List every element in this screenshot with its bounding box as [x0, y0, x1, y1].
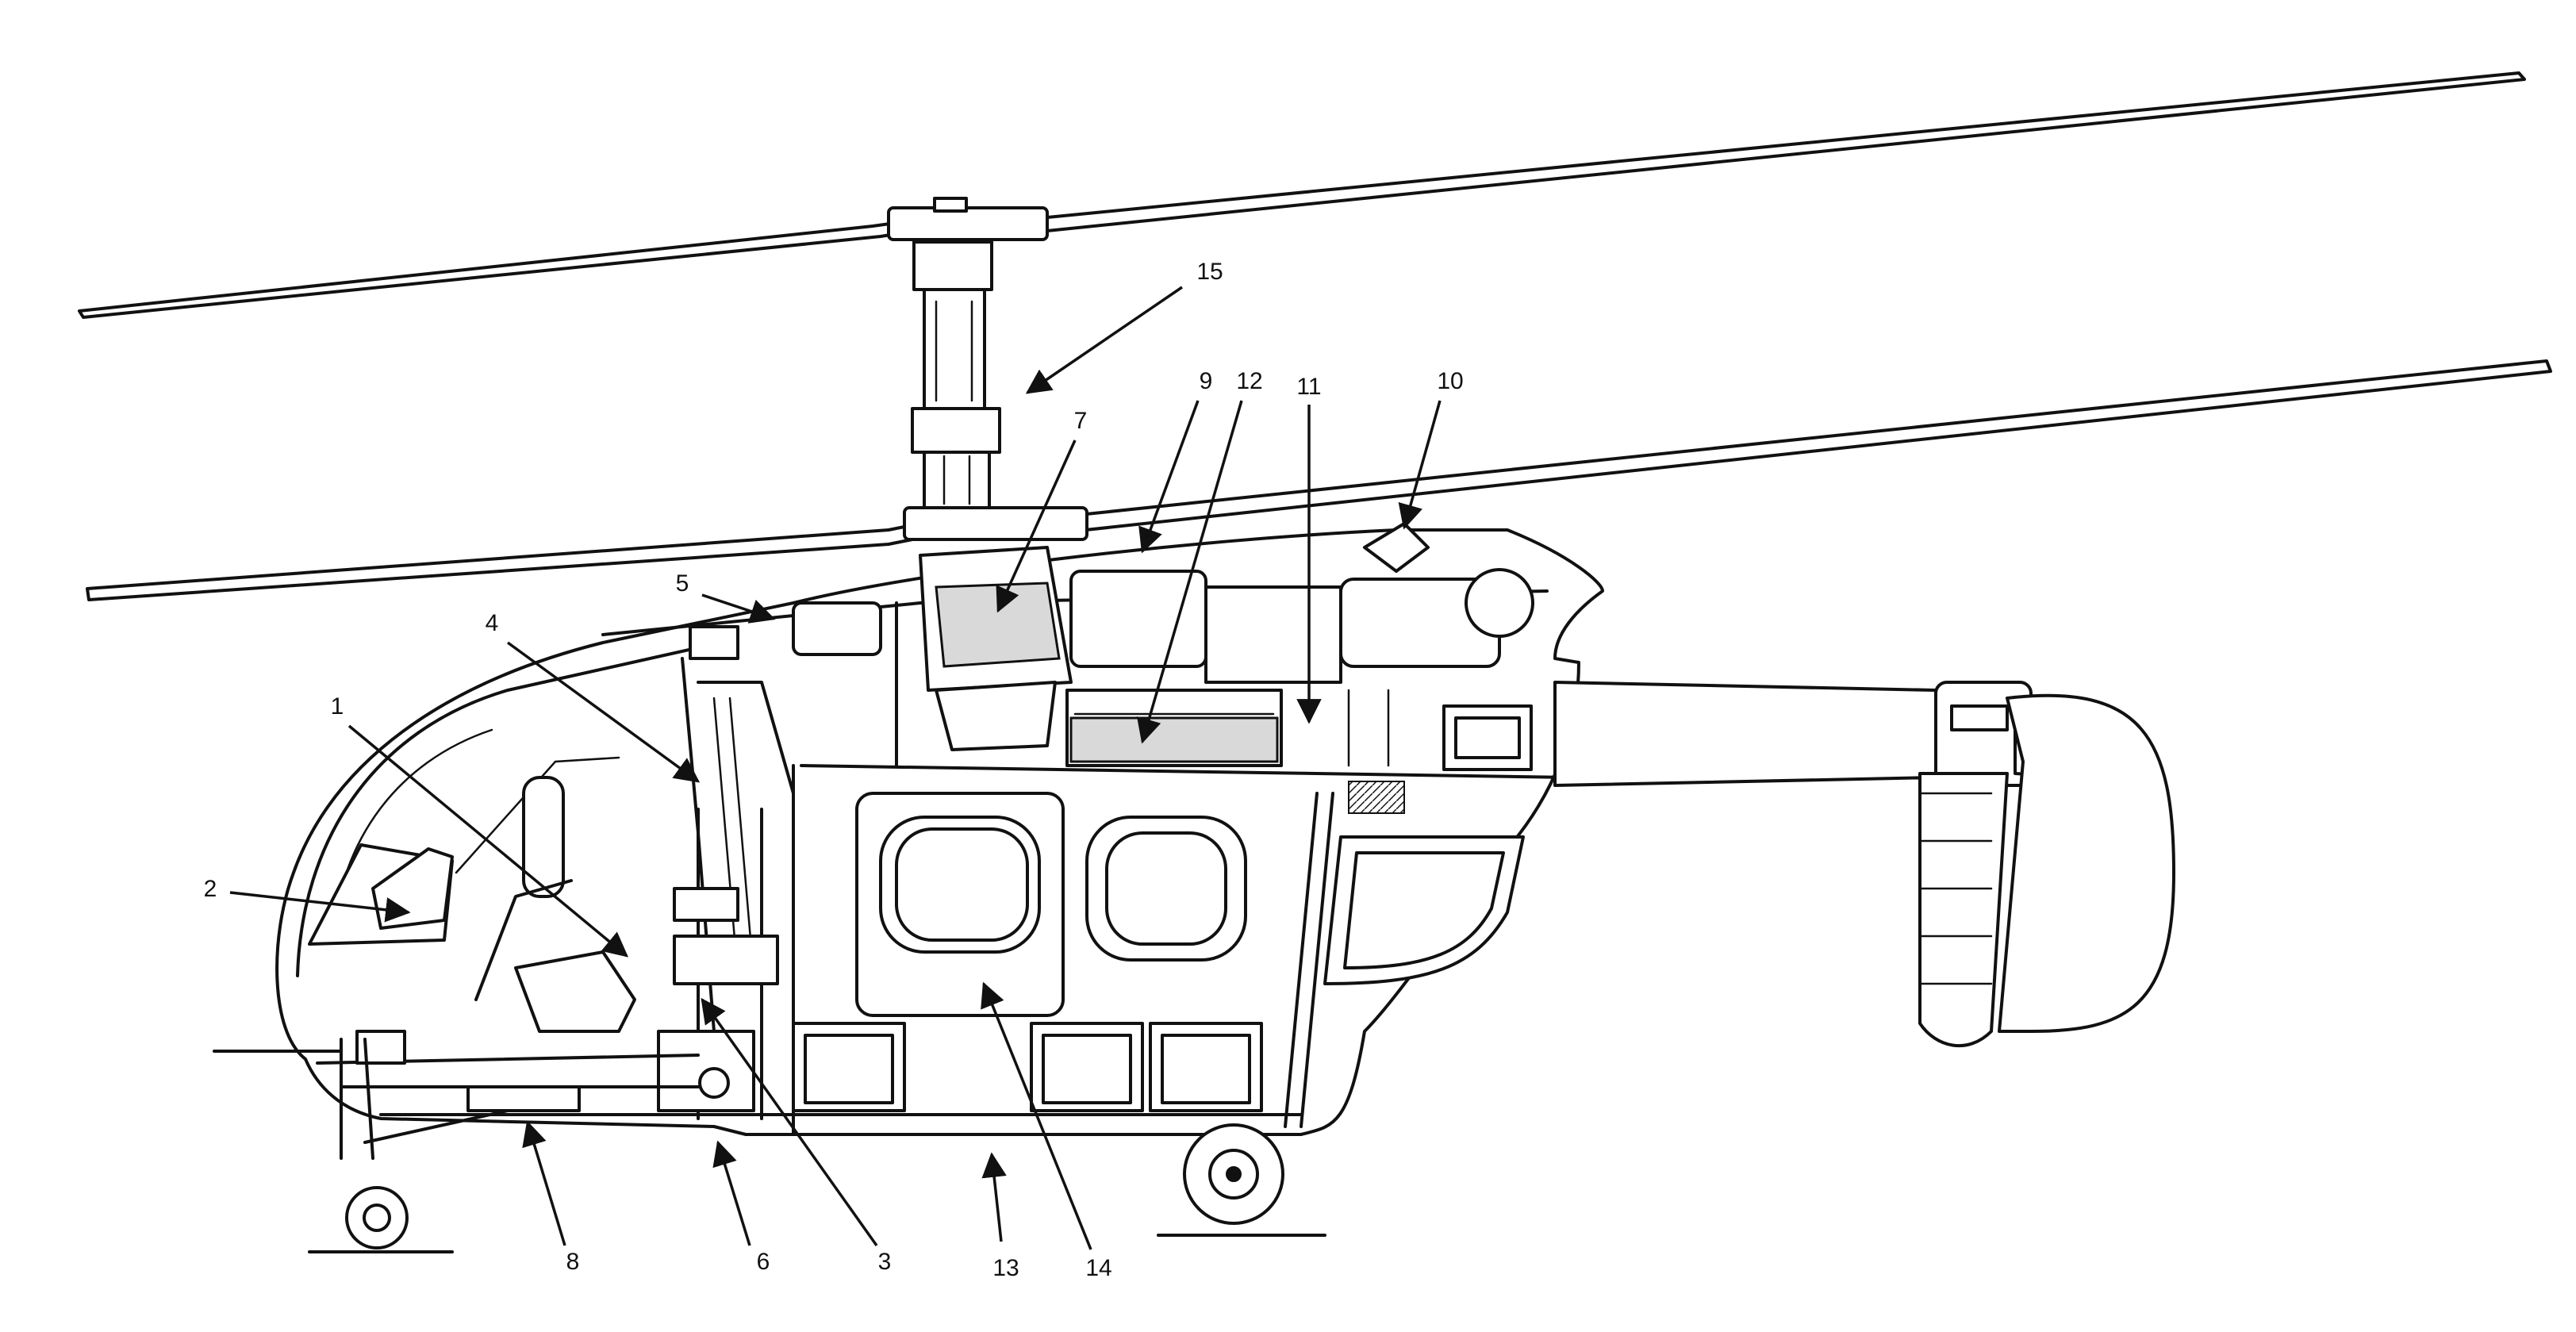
callout-3: 3 — [701, 997, 892, 1275]
svg-text:7: 7 — [1074, 408, 1088, 434]
callout-13: 13 — [981, 1152, 1019, 1281]
svg-text:12: 12 — [1236, 368, 1262, 394]
callouts: 1 2 3 4 5 6 7 8 — [204, 259, 1464, 1281]
svg-text:6: 6 — [757, 1249, 770, 1275]
svg-text:1: 1 — [331, 693, 344, 720]
engine-bay — [601, 522, 1549, 771]
nose-landing-gear — [213, 1038, 509, 1253]
svg-text:13: 13 — [992, 1255, 1019, 1281]
upper-rotor — [78, 71, 2526, 319]
callout-10: 10 — [1398, 368, 1464, 530]
svg-text:14: 14 — [1085, 1255, 1111, 1281]
tail-boom — [1553, 681, 2175, 1047]
callout-4: 4 — [486, 610, 701, 783]
svg-text:10: 10 — [1437, 368, 1463, 394]
svg-text:4: 4 — [486, 610, 499, 636]
svg-text:11: 11 — [1296, 374, 1321, 400]
callout-6: 6 — [712, 1140, 770, 1275]
callout-15: 15 — [1025, 259, 1223, 394]
callout-7: 7 — [996, 408, 1088, 613]
rotor-mast — [911, 240, 1001, 509]
svg-text:3: 3 — [878, 1249, 892, 1275]
callout-5: 5 — [676, 570, 776, 624]
callout-11: 11 — [1296, 374, 1322, 724]
callout-12: 12 — [1136, 368, 1263, 744]
svg-text:15: 15 — [1196, 259, 1223, 285]
svg-text:8: 8 — [566, 1249, 580, 1275]
svg-text:2: 2 — [204, 876, 217, 902]
callout-8: 8 — [522, 1120, 580, 1275]
callout-9: 9 — [1138, 368, 1213, 554]
callout-2: 2 — [204, 876, 411, 923]
callout-14: 14 — [981, 981, 1112, 1281]
svg-text:9: 9 — [1200, 368, 1213, 394]
svg-text:5: 5 — [676, 570, 689, 597]
callout-1: 1 — [331, 693, 629, 958]
cockpit-interior — [316, 657, 795, 1120]
lower-rotor — [86, 359, 2552, 601]
main-landing-gear — [1157, 1123, 1326, 1237]
